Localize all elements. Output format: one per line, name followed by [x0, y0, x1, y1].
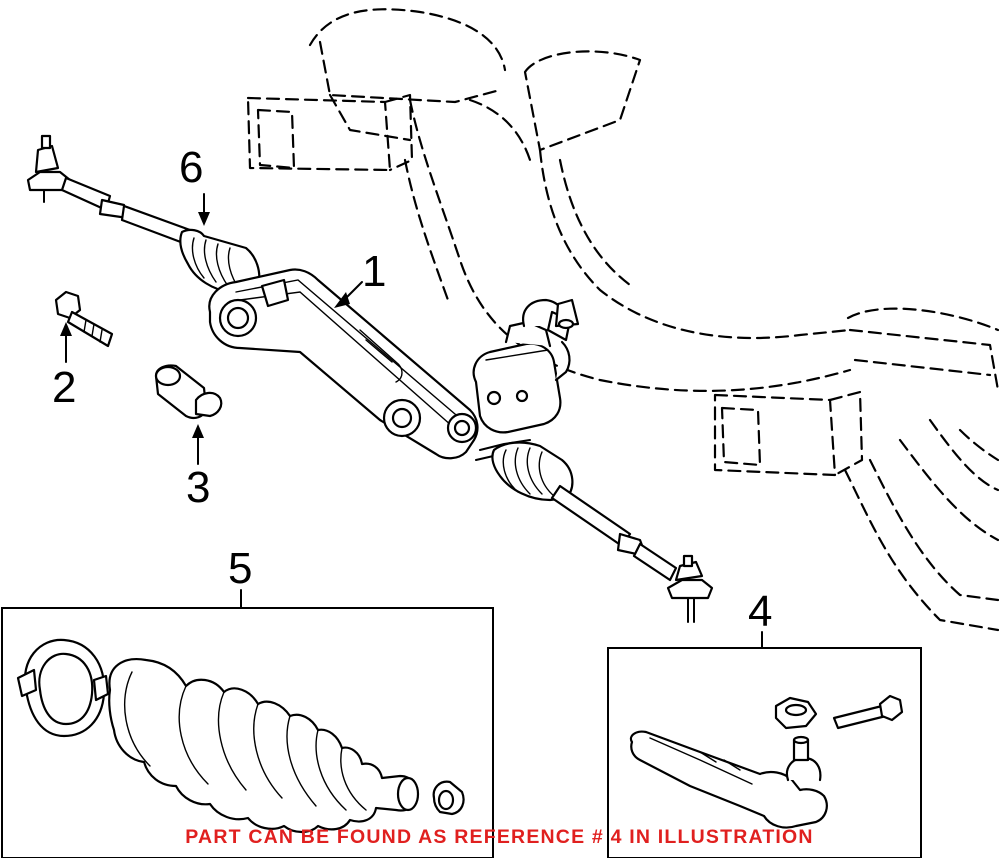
tie-rod-end-detail-box: [607, 647, 922, 858]
right-tie-rod-end: [666, 578, 714, 600]
mounting-bushing: [154, 364, 223, 419]
part-reference-notice: PART CAN BE FOUND AS REFERENCE # 4 IN IL…: [185, 826, 814, 848]
callout-5: 5: [228, 544, 252, 593]
tie-rod-end-body: [629, 730, 828, 829]
mounting-bolt: [54, 290, 114, 348]
callout-4: 4: [748, 587, 772, 636]
pinion-valve-housing: [472, 342, 562, 434]
callout-6: 6: [179, 143, 203, 192]
callout-2: 2: [52, 363, 76, 412]
callout-3: 3: [186, 463, 210, 512]
steering-rack-assembly: [26, 134, 714, 623]
callout-1: 1: [362, 247, 386, 296]
callout-leaders: [60, 193, 763, 649]
boot-kit-detail-box: [1, 607, 494, 858]
